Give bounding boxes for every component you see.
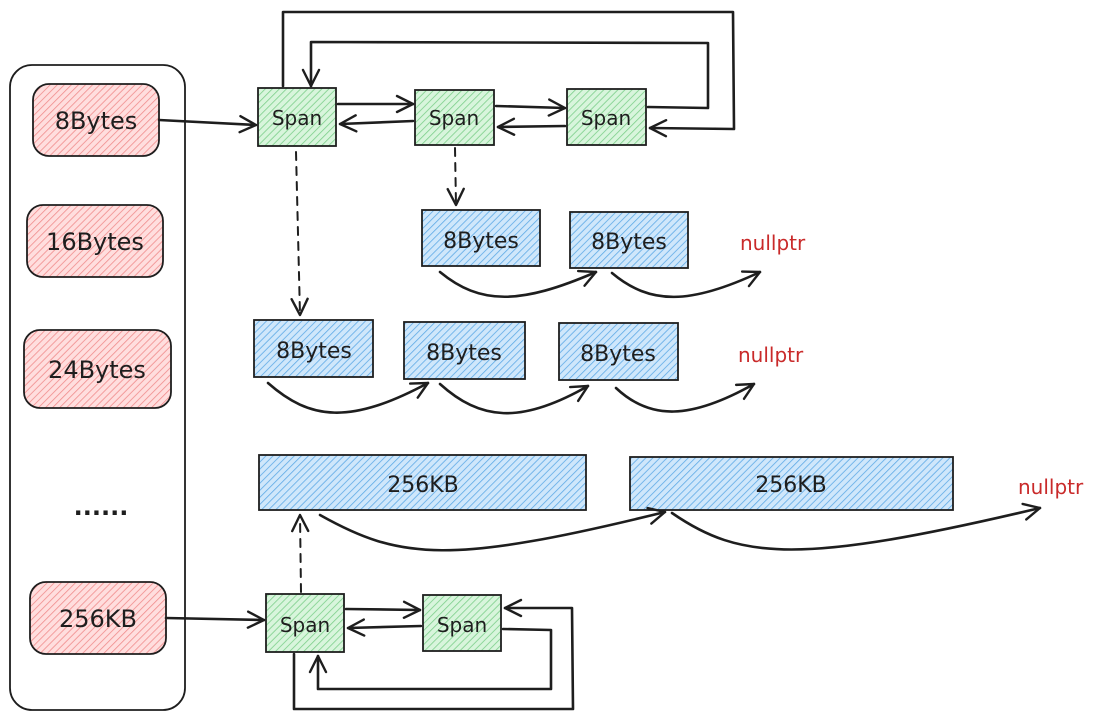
nullptr-label: nullptr [740,231,806,255]
object-label: 8Bytes [443,229,519,254]
arrow-large-span2-wrap-to-span1 [308,627,553,691]
object-label: 256KB [387,473,459,498]
nullptr-label: nullptr [738,343,804,367]
span-label: Span [437,613,487,637]
object-label: 256KB [755,473,827,498]
arrow-large-span2-prev [346,618,423,637]
arrow-object-next [438,382,590,415]
size-class-label: 24Bytes [48,356,146,384]
span-small-1: Span [257,87,337,147]
size-class-16bytes: 16Bytes [26,204,164,278]
object-label: 8Bytes [426,341,502,366]
object-label: 8Bytes [276,339,352,364]
arrow-object-next [438,269,598,299]
span-large-2: Span [422,594,502,652]
dashed-arrow-span2-to-objects [446,147,465,207]
object-large-1: 256KB [258,454,587,511]
span-small-2: Span [414,89,495,146]
arrow-large-object-to-nullptr [670,502,1042,551]
arrow-large-span1-wrap-to-span2 [292,598,575,711]
arrow-large-span1-next [344,600,422,619]
dashed-arrow-span1-to-objects [290,151,309,317]
object-row2-2: 8Bytes [403,321,526,380]
size-class-label: 256KB [59,605,137,633]
nullptr-label: nullptr [1018,475,1084,499]
span-small-3: Span [566,88,647,146]
dashed-arrow-span-to-large-object [291,513,310,593]
size-class-256kb: 256KB [29,581,167,655]
size-class-label: 16Bytes [46,228,144,256]
span-label: Span [581,106,631,130]
object-row2-3: 8Bytes [558,322,679,381]
arrow-large-object-next [318,506,667,552]
ellipsis-more-size-classes: ...... [74,493,129,521]
arrow-object-to-nullptr [610,270,762,299]
object-label: 8Bytes [591,230,667,255]
size-class-8bytes: 8Bytes [32,83,160,157]
arrow-object-next [266,381,430,414]
object-row1-1: 8Bytes [421,209,541,267]
size-class-container [9,64,186,711]
size-class-24bytes: 24Bytes [23,329,172,409]
arrow-object-to-nullptr [614,382,756,413]
object-label: 8Bytes [580,342,656,367]
arrow-span2-next [494,98,567,117]
span-label: Span [429,106,479,130]
arrow-span2-prev [338,114,415,133]
arrow-sizeclass-256kb-to-span [164,610,266,629]
arrow-span3-prev [496,117,567,136]
arrow-sizeclass-to-span [157,114,258,134]
size-class-label: 8Bytes [55,107,138,135]
object-large-2: 256KB [629,456,954,511]
span-label: Span [280,613,330,637]
arrow-span3-wrap-to-span1 [301,40,710,110]
span-large-1: Span [265,593,345,653]
object-row1-2: 8Bytes [569,211,689,269]
span-label: Span [272,106,322,130]
arrow-span1-wrap-to-span3 [281,10,736,138]
object-row2-1: 8Bytes [253,319,374,378]
